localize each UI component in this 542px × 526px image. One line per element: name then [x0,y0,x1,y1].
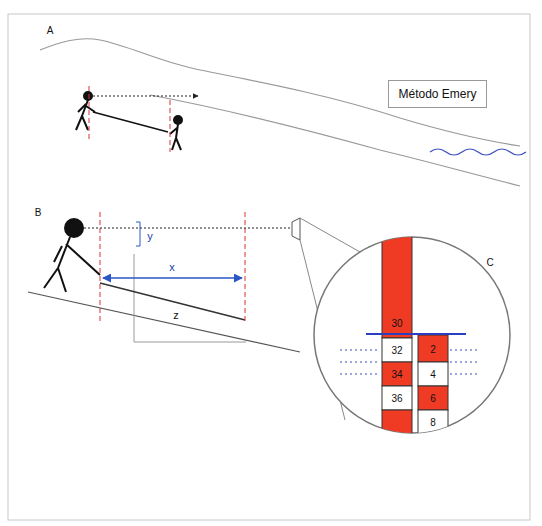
rod-number: 2 [430,344,436,355]
zoom-line [300,218,360,252]
measure-frame [134,254,246,342]
plumb-line [170,100,171,152]
profile-a [40,39,526,186]
stadia-rods [382,230,448,450]
sight-line [84,228,292,229]
panel-frame [8,14,530,520]
dimension-label: y [147,230,153,242]
x-arrow [103,277,242,279]
surveyors-a [76,92,182,150]
rod-number: 34 [391,369,402,380]
dimension-label: z [173,309,179,321]
panel-letter: C [486,257,493,268]
surveyor-b [44,219,100,292]
rod-number: 32 [391,345,402,356]
plumb-line [89,86,90,140]
panel-letter: A [47,25,54,36]
rod-number: 8 [430,417,436,428]
rod-number: 6 [430,393,436,404]
slope-line [28,292,300,352]
water-lines [340,350,480,374]
rod [100,283,245,320]
panel-letter: B [35,207,42,218]
dimension-label: x [169,261,175,273]
horizon-line [366,333,466,335]
rod-number: 4 [430,369,436,380]
rod-number: 36 [391,393,402,404]
eyepiece [292,218,300,240]
y-bracket [136,222,140,246]
rod-number: 30 [391,318,402,329]
box-title: Método Emery [398,87,476,101]
title-box: Método Emery [388,80,487,108]
sight-line [93,96,198,97]
